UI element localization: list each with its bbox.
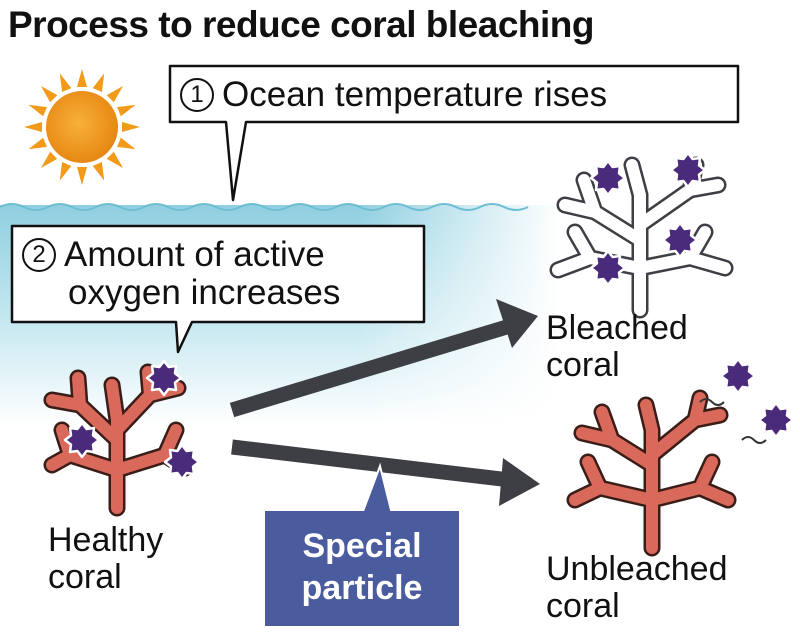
special-particle-line2: particle — [301, 569, 423, 607]
bleached-label-line1: Bleached — [546, 309, 688, 347]
unbleached-coral-label: Unbleached coral — [546, 551, 727, 625]
star-particle-icon — [589, 249, 627, 287]
star-particle-icon — [63, 421, 101, 459]
step-number-2: 2 — [22, 238, 56, 272]
step2-line2: oxygen increases — [68, 273, 341, 312]
star-particle-icon — [719, 357, 757, 395]
star-particle-icon — [145, 359, 183, 397]
special-particle-line1: Special — [302, 527, 422, 565]
step2-line1: Amount of active — [64, 235, 325, 274]
healthy-coral — [43, 359, 201, 517]
callout-step1-box — [168, 64, 740, 202]
page-title: Process to reduce coral bleaching — [8, 4, 595, 45]
healthy-label-line1: Healthy — [48, 521, 164, 559]
unbleached-coral — [566, 389, 737, 557]
bleached-coral-label: Bleached coral — [546, 310, 688, 384]
step1-label: Ocean temperature rises — [222, 75, 608, 114]
unbleached-label-line1: Unbleached — [546, 550, 728, 588]
callout-step2-box — [10, 224, 426, 354]
arrow-to-unbleached — [231, 439, 540, 506]
bleached-coral — [549, 151, 734, 319]
escaping-particles — [699, 357, 795, 444]
special-particle-box: Special particle — [265, 511, 459, 626]
star-particle-icon — [757, 401, 795, 439]
unbleached-label-line2: coral — [546, 587, 620, 625]
star-particle-icon — [163, 443, 201, 481]
star-particle-icon — [669, 151, 707, 189]
particle-pointer — [360, 462, 394, 515]
sun-icon — [24, 69, 140, 185]
healthy-label-line2: coral — [48, 558, 122, 596]
arrow-to-bleached — [229, 299, 538, 418]
healthy-coral-label: Healthy coral — [48, 522, 163, 596]
bleached-label-line2: coral — [546, 346, 620, 384]
star-particle-icon — [661, 221, 699, 259]
step-number-1: 1 — [180, 78, 214, 112]
star-particle-icon — [589, 159, 627, 197]
